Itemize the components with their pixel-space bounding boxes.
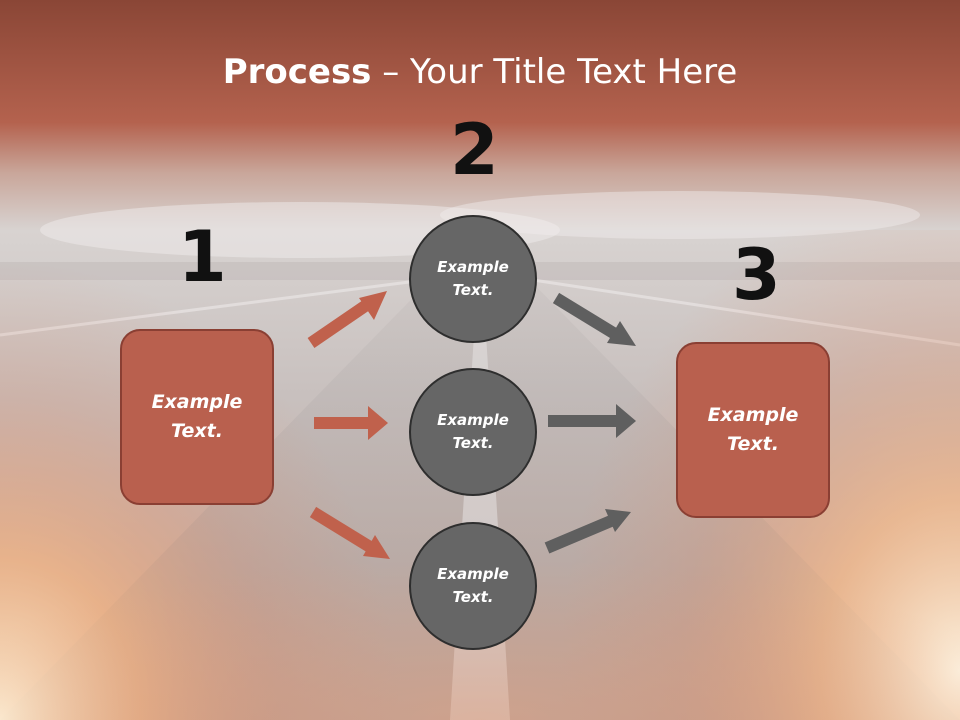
left-step-box: Example Text. [120, 329, 274, 505]
arrow-from-top-circle [552, 292, 636, 346]
arrow-to-bottom-circle [309, 506, 390, 559]
step-number-1: 1 [178, 216, 227, 298]
slide-title: Process – Your Title Text Here [0, 52, 960, 92]
step-number-2: 2 [450, 109, 499, 191]
top-circle: Example Text. [409, 215, 537, 343]
arrow-to-middle-circle [314, 406, 388, 440]
title-bold: Process [222, 52, 372, 92]
left-step-text: Example Text. [151, 391, 243, 442]
middle-circle: Example Text. [409, 368, 537, 496]
top-circle-text: Example Text. [437, 258, 509, 299]
right-step-box: Example Text. [676, 342, 830, 518]
bottom-circle: Example Text. [409, 522, 537, 650]
arrow-from-middle-circle [548, 404, 636, 438]
arrow-to-top-circle [307, 291, 387, 348]
title-rest: – Your Title Text Here [371, 52, 738, 92]
right-step-text: Example Text. [707, 404, 799, 455]
step-number-3: 3 [732, 234, 781, 316]
arrow-from-bottom-circle [544, 509, 631, 554]
bottom-circle-text: Example Text. [437, 565, 509, 606]
middle-circle-text: Example Text. [437, 411, 509, 452]
